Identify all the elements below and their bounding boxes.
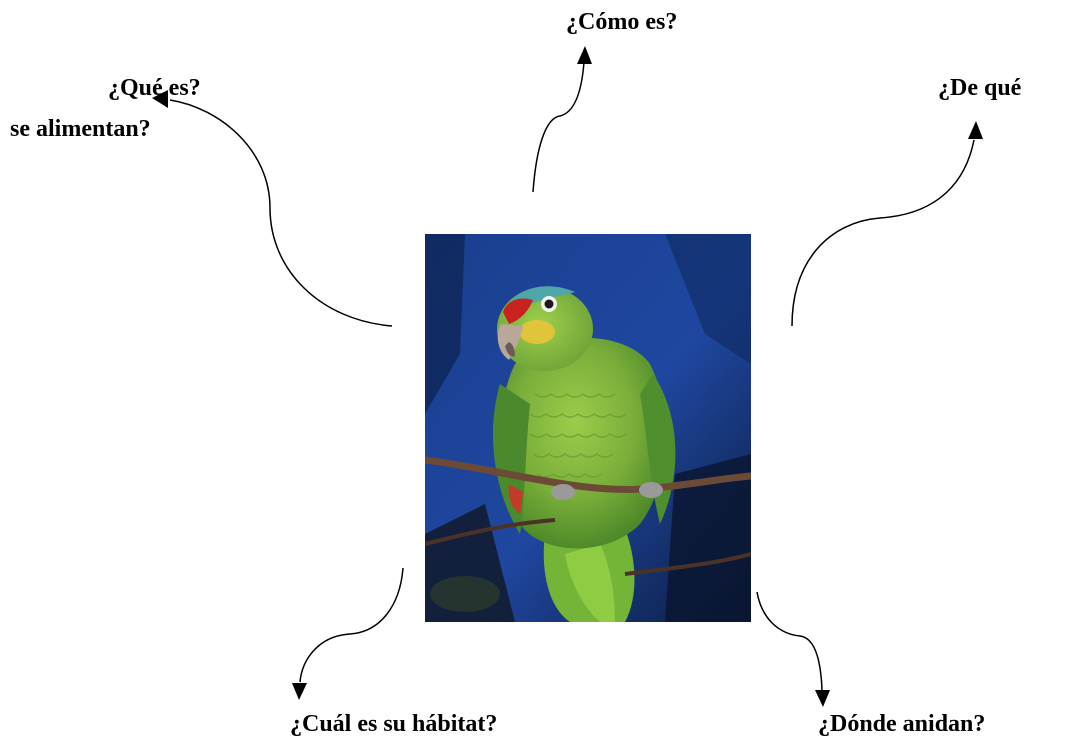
arrow-to-anidan-icon — [756, 591, 830, 707]
question-de-que: ¿De qué — [938, 75, 1022, 101]
question-que-es: ¿Qué es? — [108, 75, 201, 101]
arrow-to-como-icon — [532, 46, 592, 193]
arrow-to-habitat-icon — [292, 567, 404, 700]
parrot-image — [425, 234, 751, 622]
question-habitat: ¿Cuál es su hábitat? — [290, 711, 498, 737]
question-se-alimentan: se alimentan? — [10, 116, 151, 142]
arrow-to-que-icon — [152, 90, 393, 327]
question-como-es: ¿Cómo es? — [566, 9, 678, 35]
question-donde-anidan: ¿Dónde anidan? — [818, 711, 986, 737]
arrow-to-de-que-icon — [791, 121, 983, 327]
